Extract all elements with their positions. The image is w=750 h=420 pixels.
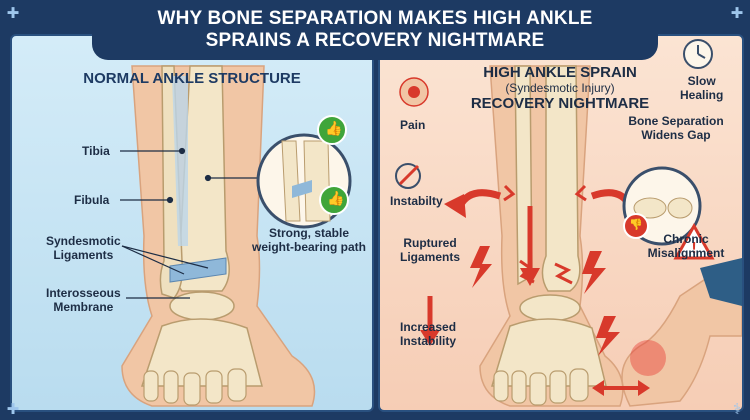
medical-cross-icon: ✚ bbox=[730, 5, 744, 22]
label-line: Syndesmotic bbox=[46, 234, 121, 248]
label-line: Bone Separation bbox=[628, 114, 724, 128]
warning-icon bbox=[673, 222, 715, 260]
stethoscope-icon: ⚕ bbox=[732, 401, 742, 418]
separation-arrow-left bbox=[456, 189, 502, 208]
label-syndesmotic-ligaments: Syndesmotic Ligaments bbox=[46, 234, 121, 262]
injured-ankle-illustration: ! bbox=[395, 39, 742, 407]
lightning-icons bbox=[470, 246, 620, 356]
label-line: Strong, stable bbox=[268, 226, 349, 240]
left-heading: NORMAL ANKLE STRUCTURE bbox=[83, 70, 301, 87]
thumbs-up-badge bbox=[319, 185, 349, 215]
medical-kit-icon: ✚ bbox=[6, 5, 20, 22]
magnified-ligament bbox=[292, 180, 312, 198]
double-arrowhead-right bbox=[638, 380, 650, 396]
label-line: Slow bbox=[687, 74, 716, 88]
label-fibula: Fibula bbox=[74, 193, 110, 207]
label-line: Misalignment bbox=[647, 246, 725, 260]
label-tibia: Tibia bbox=[82, 144, 110, 158]
thumbs-up-icon: 👍 bbox=[325, 120, 343, 136]
label-line: Ruptured bbox=[403, 236, 457, 250]
label-line: Interosseous bbox=[46, 286, 121, 300]
label-slow-healing: Slow Healing bbox=[680, 74, 723, 102]
label-line: Ligaments bbox=[53, 248, 114, 262]
magnified-bone bbox=[281, 140, 301, 222]
magnified-bone bbox=[633, 197, 667, 219]
label-line: Widens Gap bbox=[641, 128, 711, 142]
label-ruptured-ligaments: Ruptured Ligaments bbox=[400, 236, 460, 264]
side-foot bbox=[621, 275, 742, 407]
separation-arrowhead-left bbox=[444, 194, 466, 218]
magnified-bone bbox=[667, 197, 693, 219]
syndesmotic-ligaments bbox=[169, 257, 227, 283]
right-heading: HIGH ANKLE SPRAIN (Syndesmotic Injury) R… bbox=[450, 64, 670, 112]
label-instability: Instabilty bbox=[390, 194, 443, 208]
foot-bones bbox=[490, 318, 607, 387]
label-line: Chronic bbox=[663, 232, 709, 246]
label-line: Instability bbox=[400, 334, 457, 348]
label-strong-stable: Strong, stable weight-bearing path bbox=[248, 226, 370, 254]
pressure-arrowhead bbox=[520, 268, 540, 286]
thumbs-up-icon: 👍 bbox=[327, 190, 345, 206]
talus-bone bbox=[169, 291, 235, 321]
label-chronic-misalignment: Chronic Misalignment bbox=[636, 232, 736, 260]
heading-line: RECOVERY NIGHTMARE bbox=[470, 95, 650, 112]
normal-ankle-illustration bbox=[120, 65, 352, 407]
pointer-lines bbox=[120, 147, 258, 299]
label-line: weight-bearing path bbox=[252, 240, 366, 254]
thumbs-down-icon: 👎 bbox=[629, 219, 643, 231]
jeans-leg bbox=[700, 258, 742, 306]
thumbs-up-badge bbox=[317, 115, 347, 145]
label-bone-separation: Bone Separation Widens Gap bbox=[616, 114, 736, 142]
title-line-1: WHY BONE SEPARATION MAKES HIGH ANKLE bbox=[157, 8, 593, 29]
label-increased-instability: Increased Instability bbox=[400, 320, 456, 348]
toe-bones bbox=[493, 368, 589, 406]
tibia-bone bbox=[541, 65, 581, 292]
toe-bones bbox=[143, 368, 247, 406]
interosseous-membrane bbox=[172, 76, 188, 246]
label-line: Healing bbox=[680, 88, 724, 102]
medical-kit-icon: ✚ bbox=[6, 401, 20, 418]
label-line: Increased bbox=[400, 320, 457, 334]
thumbs-down-badge bbox=[623, 213, 649, 239]
pain-spot bbox=[408, 86, 420, 98]
title-line-2: SPRAINS A RECOVERY NIGHTMARE bbox=[205, 30, 545, 51]
double-arrowhead-left bbox=[592, 380, 604, 396]
label-interosseous-membrane: Interosseous Membrane bbox=[46, 286, 121, 314]
heading-line: (Syndesmotic Injury) bbox=[505, 81, 615, 95]
page-title: WHY BONE SEPARATION MAKES HIGH ANKLE SPR… bbox=[92, 0, 658, 60]
heading-line: HIGH ANKLE SPRAIN bbox=[483, 64, 637, 81]
label-line: Ligaments bbox=[400, 250, 461, 264]
high-ankle-sprain-panel: ! HIGH ANKLE SPRAIN (Syndesmotic Injury)… bbox=[378, 34, 744, 412]
normal-ankle-panel: NORMAL ANKLE STRUCTURE Tibia Fibula Synd… bbox=[10, 34, 374, 412]
label-line: Membrane bbox=[53, 300, 114, 314]
warning-mark: ! bbox=[691, 240, 696, 257]
label-pain: Pain bbox=[400, 118, 426, 132]
instability-arrowhead bbox=[420, 330, 440, 346]
pain-glow bbox=[630, 340, 666, 376]
compass-instability-icon bbox=[395, 163, 421, 189]
talus-bone bbox=[519, 294, 581, 322]
